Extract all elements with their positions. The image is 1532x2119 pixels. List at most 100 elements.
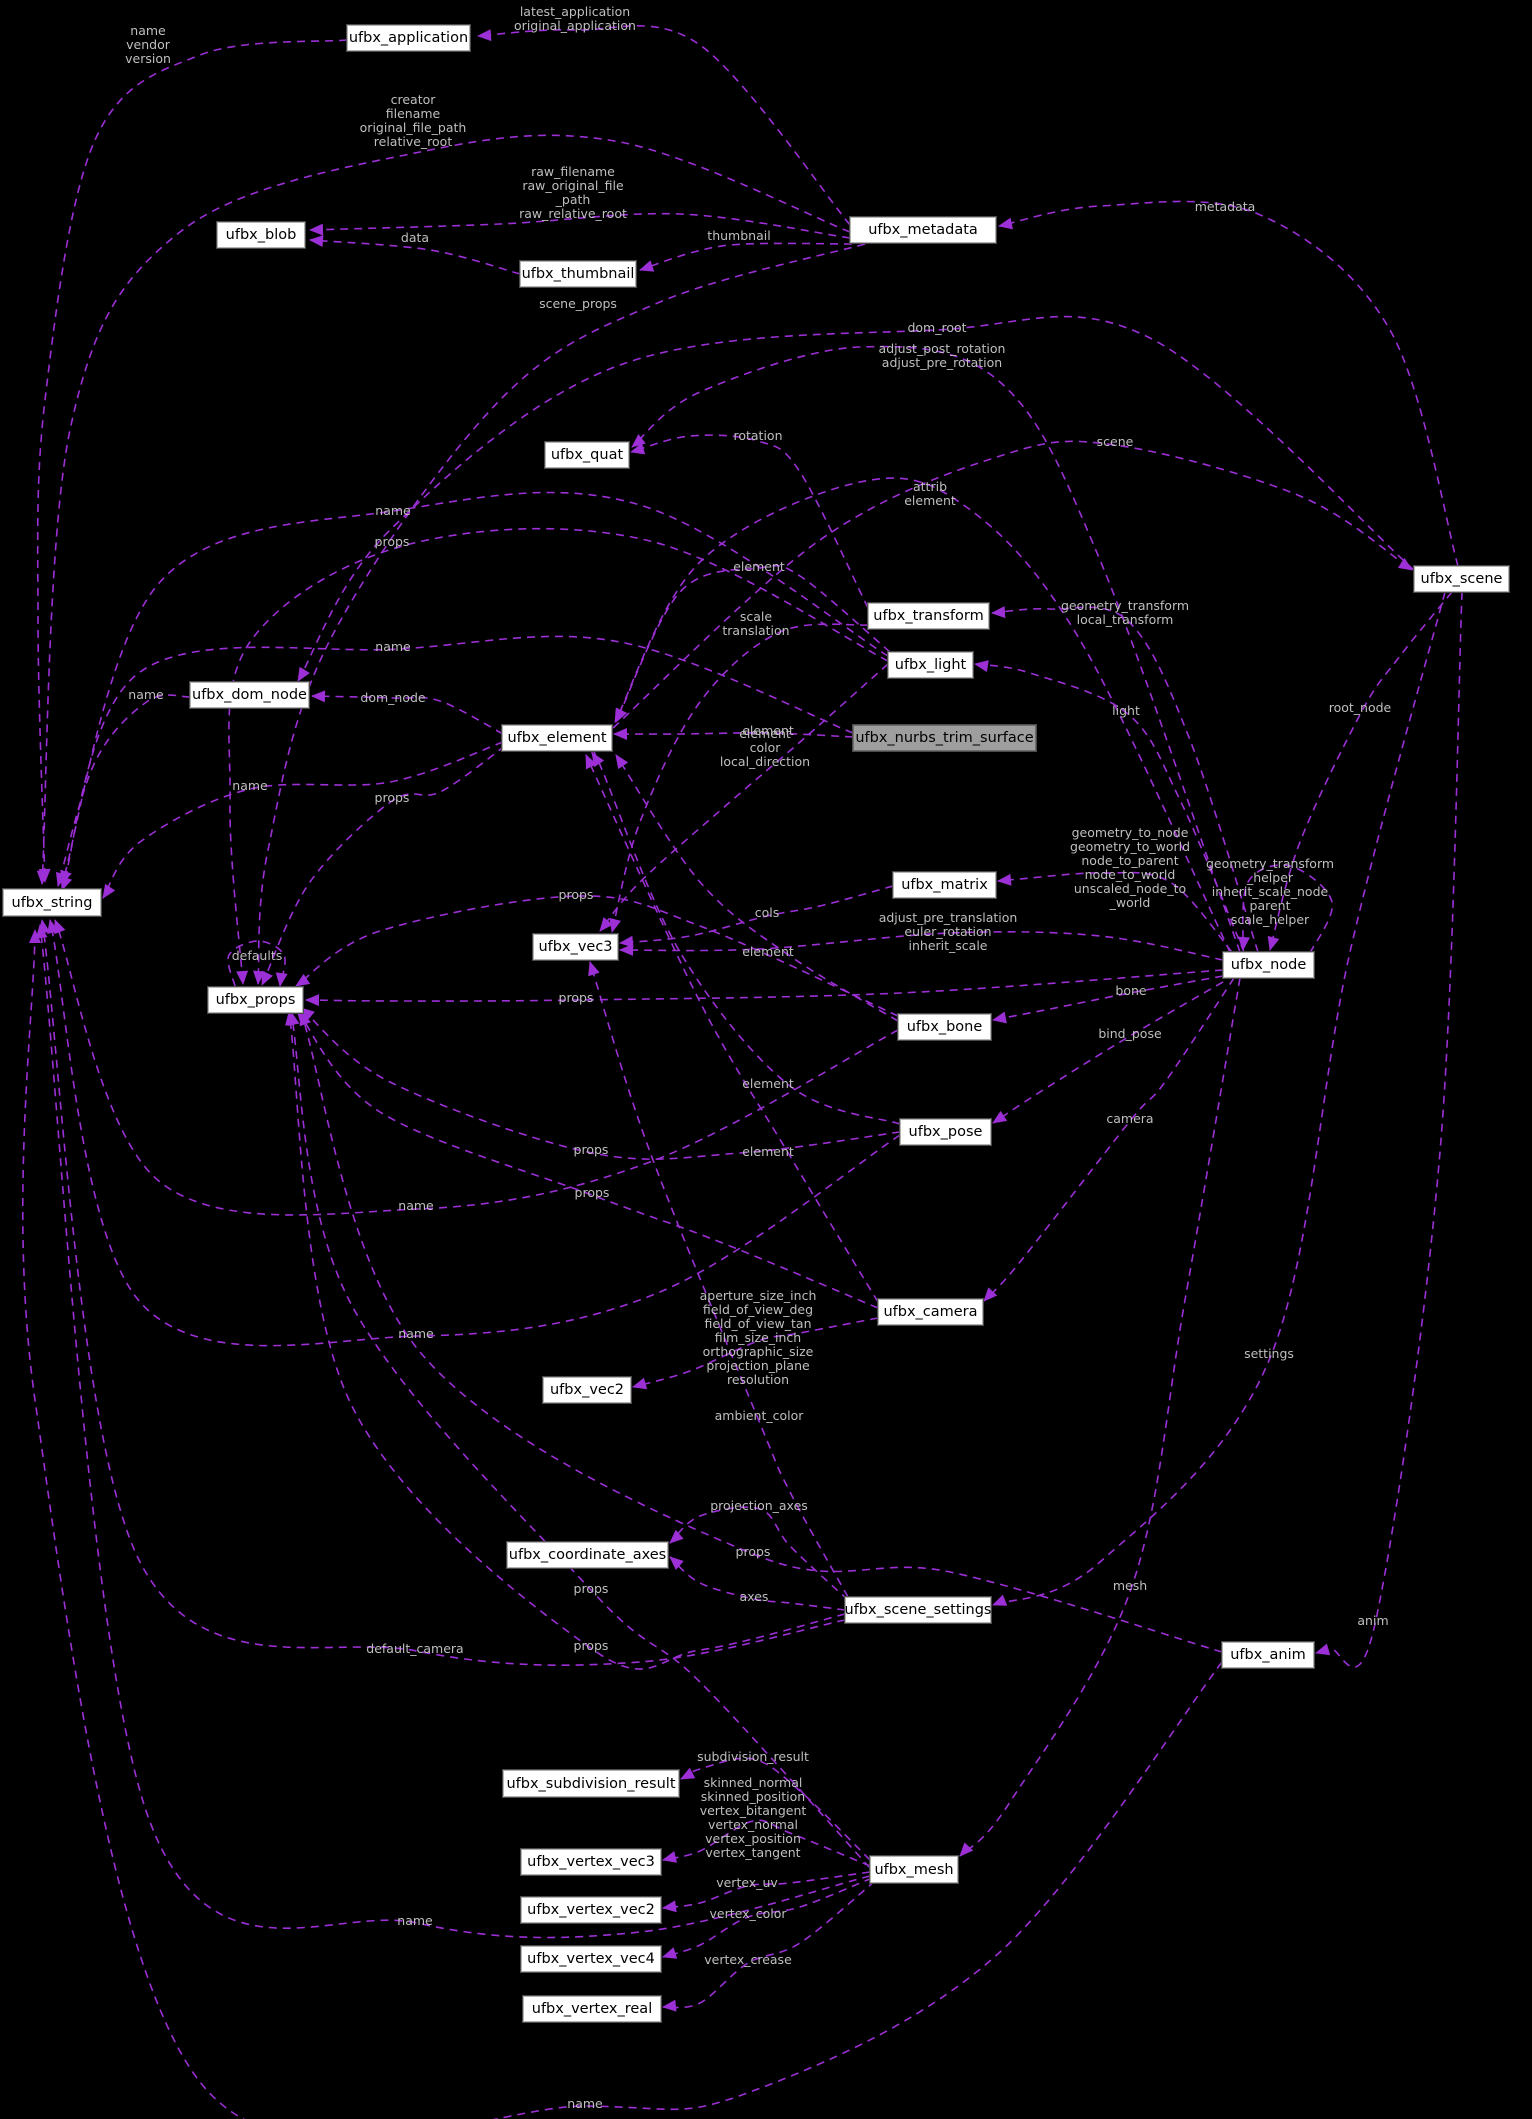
node-quat[interactable]: ufbx_quat [545, 442, 629, 468]
node-vec2[interactable]: ufbx_vec2 [543, 1377, 631, 1403]
node-node[interactable]: ufbx_node [1223, 952, 1314, 978]
edge-label-light-string: name [375, 503, 411, 518]
node-mesh[interactable]: ufbx_mesh [870, 1856, 958, 1883]
edge-label-mesh-vertex_vec2: vertex_uv [716, 1875, 778, 1890]
edge-metadata-props [252, 243, 866, 985]
edge-label-pose-element: element [742, 1076, 794, 1091]
edge-label-metadata-blob: raw_filename raw_original_file _path raw… [519, 164, 627, 221]
node-vec3[interactable]: ufbx_vec3 [533, 934, 618, 960]
edge-nurbs-element [613, 728, 854, 741]
node-scene_settings[interactable]: ufbx_scene_settings [845, 1597, 991, 1623]
edge-scene-node [1267, 591, 1453, 951]
edge-mesh-vertex_real [662, 1880, 876, 2012]
edge-label-light-props: props [374, 534, 410, 549]
edge-label-node-light: light [1112, 703, 1140, 718]
edge-label-metadata-application: latest_application original_application [514, 4, 636, 33]
edge-label-metadata-thumbnail: thumbnail [707, 228, 771, 243]
edge-label-thumbnail-blob: data [400, 230, 430, 245]
edge-label-mesh-vertex_vec4: vertex_color [709, 1906, 787, 1921]
edge-label-mesh-vertex_real: vertex_crease [704, 1952, 792, 1967]
node-subdivision_result[interactable]: ufbx_subdivision_result [503, 1770, 679, 1797]
node-coordinate_axes[interactable]: ufbx_coordinate_axes [507, 1542, 668, 1568]
edge-label-light-element: element [733, 559, 785, 574]
edge-label-scene_settings-coordinate_axes: axes [739, 1589, 769, 1604]
edge-scene_settings-props [285, 1011, 846, 1670]
node-anim[interactable]: ufbx_anim [1222, 1642, 1314, 1668]
edge-label-element-scene: scene [1096, 434, 1134, 449]
edge-label-camera-vec2: aperture_size_inch field_of_view_deg fie… [699, 1288, 817, 1387]
edge-metadata-blob [309, 212, 851, 239]
node-element[interactable]: ufbx_element [502, 725, 612, 751]
node-vertex_real[interactable]: ufbx_vertex_real [523, 1996, 661, 2022]
edge-label-node-vec3: adjust_pre_translation euler_rotation in… [878, 910, 1018, 953]
edge-label-mesh-props: props [573, 1581, 609, 1596]
node-camera[interactable]: ufbx_camera [878, 1299, 983, 1325]
node-thumbnail[interactable]: ufbx_thumbnail [520, 261, 636, 287]
node-dom_node[interactable]: ufbx_dom_node [190, 682, 309, 708]
edge-bone-element [615, 754, 899, 1022]
node-transform[interactable]: ufbx_transform [868, 603, 989, 629]
edge-label-scene-metadata: metadata [1194, 199, 1256, 214]
edge-label-nurbs-string: name [375, 639, 411, 654]
edge-label-node-quat: adjust_post_rotation adjust_pre_rotation [878, 341, 1006, 370]
edge-label-node-matrix: geometry_to_node geometry_to_world node_… [1069, 825, 1191, 910]
node-vertex_vec3[interactable]: ufbx_vertex_vec3 [521, 1849, 661, 1875]
node-pose[interactable]: ufbx_pose [900, 1119, 991, 1145]
node-application[interactable]: ufbx_application [347, 25, 470, 51]
node-blob[interactable]: ufbx_blob [217, 222, 305, 248]
edge-element-string [102, 741, 504, 899]
node-scene[interactable]: ufbx_scene [1414, 566, 1509, 592]
edge-label-pose-props: props [573, 1142, 609, 1157]
edge-mesh-vertex_vec3 [662, 1819, 871, 1867]
node-string[interactable]: ufbx_string [3, 889, 101, 916]
edge-mesh-vertex_vec4 [662, 1877, 873, 1959]
edge-label-scene-anim: anim [1357, 1613, 1389, 1628]
node-nurbs: ufbx_nurbs_trim_surface [853, 725, 1036, 751]
node-vertex_vec4[interactable]: ufbx_vertex_vec4 [521, 1946, 661, 1972]
node-props[interactable]: ufbx_props [208, 987, 303, 1013]
edge-matrix-vec3 [619, 885, 894, 948]
edge-label-node-transform: geometry_transform local_transform [1060, 598, 1190, 627]
edge-transform-vec3 [609, 623, 869, 933]
edge-metadata-application [477, 25, 851, 226]
edge-label-scene-scene_settings: settings [1244, 1346, 1294, 1361]
edge-pose-props [300, 1007, 901, 1160]
edge-label-node-pose: bind_pose [1098, 1026, 1162, 1041]
edge-label-mesh-string: name [397, 1913, 433, 1928]
edge-metadata-string [36, 134, 851, 885]
edge-dom_node-string [55, 694, 191, 887]
edge-label-scene_settings-props: props [573, 1638, 609, 1653]
edge-label-anim-props: props [735, 1544, 771, 1559]
edge-label-element-dom_node: dom_node [360, 690, 426, 705]
edge-label-element-string: name [232, 778, 268, 793]
node-matrix[interactable]: ufbx_matrix [893, 872, 996, 898]
edge-bone-string [54, 919, 899, 1216]
node-metadata[interactable]: ufbx_metadata [850, 217, 996, 243]
node-vertex_vec2[interactable]: ufbx_vertex_vec2 [521, 1897, 661, 1923]
edge-label-camera-element: element [742, 1144, 794, 1159]
edge-label-camera-props: props [574, 1185, 610, 1200]
edge-node-light [974, 660, 1245, 953]
edge-scene_settings-string [38, 919, 846, 1666]
edge-label-metadata-props: scene_props [539, 296, 617, 311]
edge-label-scene_settings-vec3: ambient_color [714, 1408, 804, 1423]
edge-label-pose-string: name [398, 1326, 434, 1341]
edge-label-nurbs-element: element [742, 723, 794, 738]
edge-label-bone-props: props [558, 887, 594, 902]
edge-node-quat [631, 345, 1241, 953]
node-bone[interactable]: ufbx_bone [898, 1014, 991, 1040]
edge-label-anim-string: name [567, 2096, 603, 2111]
edge-element-dom_node [311, 690, 504, 735]
edge-node-element [614, 477, 1231, 953]
edge-node-bone [992, 975, 1224, 1024]
edge-anim-string [21, 929, 1223, 2119]
edge-scene-anim [1315, 591, 1463, 1668]
edge-node-matrix [997, 871, 1233, 953]
edge-label-bone-element: element [742, 944, 794, 959]
edge-scene_settings-coordinate_axes [669, 1556, 846, 1611]
edge-label-dom_node-string: name [128, 687, 164, 702]
edge-camera-vec2 [632, 1317, 879, 1390]
node-light[interactable]: ufbx_light [888, 652, 973, 678]
edge-label-node-props: props [558, 990, 594, 1005]
edge-application-string [36, 39, 348, 883]
